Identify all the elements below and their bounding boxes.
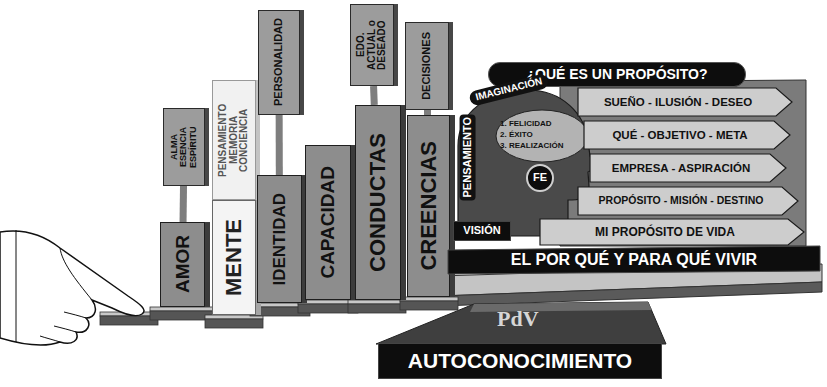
step-top [348, 300, 406, 304]
arrow-shape [590, 154, 786, 182]
head-inner-area [496, 110, 588, 162]
level-block: CREENCIAS [407, 115, 450, 297]
level-block: AMOR [160, 222, 205, 307]
band-text: AUTOCONOCIMIENTO [408, 350, 632, 372]
head-shape [458, 90, 596, 236]
label-box: PENSAMIENTO MEMORIA CONCIENCIA [212, 80, 256, 200]
arrow-box: EMPRESA - ASPIRACIÓN [590, 154, 786, 182]
level-block: CONDUCTAS [355, 105, 401, 300]
post-connector [370, 86, 378, 105]
box-label: VISIÓN [463, 225, 500, 237]
arrow-box: QUÉ - OBJETIVO - META [584, 121, 790, 149]
pointing-hand [0, 231, 144, 345]
arrow-shape [578, 88, 792, 116]
label-box: EDO. ACTUAL o DESEADO [350, 4, 394, 86]
level-block: MENTE [212, 200, 256, 315]
arrow-shape [578, 187, 798, 215]
arrow-text: EMPRESA - ASPIRACIÓN [612, 162, 750, 174]
step-top [150, 307, 216, 311]
arrow-text: SUEÑO - ILUSIÓN - DESEO [604, 96, 752, 108]
arrow-text: MI PROPÓSITO DE VIDA [595, 226, 735, 239]
box-label: PERSONALIDAD [273, 18, 285, 106]
arrow-text: QUÉ - OBJETIVO - META [612, 129, 747, 141]
step-top [205, 315, 263, 319]
arrow-box: MI PROPÓSITO DE VIDA [540, 219, 804, 245]
bar-text: EL POR QUÉ Y PARA QUÉ VIVIR [511, 252, 757, 269]
box-label: ALMA ESENCIA ESPÍRITU [170, 118, 198, 176]
level-block: CAPACIDAD [305, 145, 351, 300]
step-top [100, 312, 158, 316]
step-front [205, 319, 263, 328]
arrow-text: PROPÓSITO - MISIÓN - DESTINO [599, 195, 764, 206]
faith-circle: FE [526, 164, 554, 192]
platform-front [440, 282, 822, 306]
step-front [100, 316, 158, 325]
arrow-shape [540, 219, 804, 245]
head-text: 3. REALIZACIÓN [500, 142, 564, 150]
step-front [150, 311, 216, 320]
box-label: DECISIONES [421, 32, 433, 100]
post-connector [180, 186, 187, 222]
step-top [400, 297, 458, 301]
block-label: CONDUCTAS [366, 133, 389, 272]
arrow-shape [584, 121, 790, 149]
step-front [298, 304, 358, 313]
pedestal [376, 302, 666, 344]
step-front [400, 301, 458, 310]
arrow-box: SUEÑO - ILUSIÓN - DESEO [578, 88, 792, 116]
box-label: PENSAMIENTO MEMORIA CONCIENCIA [218, 98, 250, 182]
hand-lines [16, 230, 92, 342]
block-label: CREENCIAS [417, 141, 440, 271]
vision-box: VISIÓN [453, 221, 511, 241]
head-text: 2. ÉXITO [500, 131, 533, 139]
box-label: EDO. ACTUAL o DESEADO [356, 12, 388, 78]
step-top [298, 300, 358, 304]
foundation-band: AUTOCONOCIMIENTO [378, 343, 662, 379]
head-text: PENSAMIENTO [460, 114, 476, 200]
step-front [250, 307, 310, 316]
block-label: IDENTIDAD [271, 193, 289, 286]
circle-text: FE [533, 172, 547, 184]
logo-mark: PdV [497, 306, 539, 332]
arrow-box: PROPÓSITO - MISIÓN - DESTINO [578, 187, 798, 215]
label-box: DECISIONES [405, 22, 449, 110]
head-text: 1. FELICIDAD [500, 120, 552, 128]
label-box: PERSONALIDAD [258, 10, 300, 115]
step-top [250, 303, 310, 307]
banner-text: ¿QUÉ ES UN PROPÓSITO? [527, 67, 708, 82]
block-label: MENTE [222, 219, 245, 296]
block-label: AMOR [173, 235, 193, 293]
label-box: ALMA ESENCIA ESPÍRITU [163, 108, 205, 186]
bar-shape [448, 246, 820, 274]
level-block: IDENTIDAD [257, 175, 302, 303]
step-front [348, 304, 406, 313]
base-bar: EL POR QUÉ Y PARA QUÉ VIVIR [448, 246, 820, 274]
block-label: CAPACIDAD [318, 166, 338, 279]
head-silhouette: IMAGINACIÓNPENSAMIENTO1. FELICIDAD2. ÉXI… [450, 86, 596, 241]
post-connector [276, 115, 283, 175]
